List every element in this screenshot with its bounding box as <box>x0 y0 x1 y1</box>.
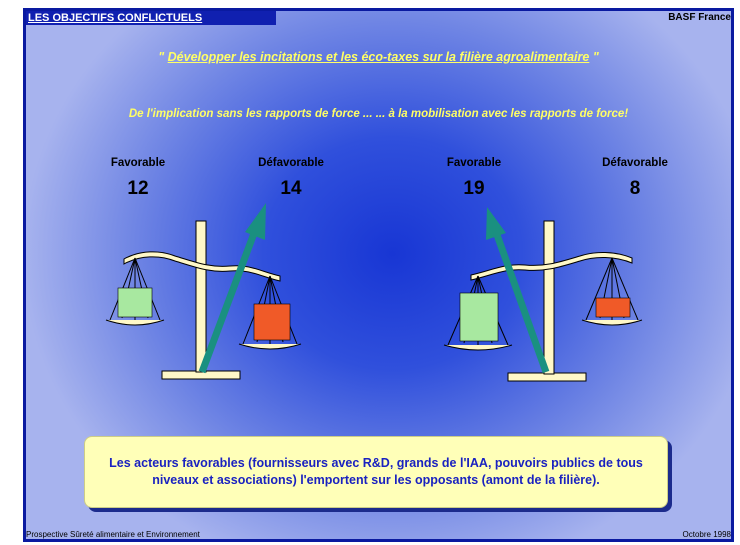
conclusion-box: Les acteurs favorables (fournisseurs ave… <box>84 436 668 508</box>
right-favorable-label: Favorable <box>446 157 502 169</box>
subtitle-close-quote: " <box>592 50 599 64</box>
slide-title: LES OBJECTIFS CONFLICTUELS <box>26 11 276 25</box>
left-defavorable-label: Défavorable <box>258 157 324 169</box>
right-balance-pillar <box>543 220 555 375</box>
slide-border-right <box>731 8 734 542</box>
right-balance-beam <box>470 252 633 281</box>
slide-border-top <box>23 8 734 11</box>
right-defavorable-count: 8 <box>629 178 641 199</box>
left-tilt-arrow <box>198 203 266 374</box>
right-tilt-arrow <box>486 207 550 374</box>
footer-left: Prospective Sûreté alimentaire et Enviro… <box>26 530 200 539</box>
left-favorable-count: 12 <box>127 178 149 199</box>
footer-date: Octobre 1998 <box>682 530 731 539</box>
slide-border-bottom <box>23 539 734 542</box>
implication-line: De l'implication sans les rapports de fo… <box>128 108 629 120</box>
left-balance-beam <box>123 251 281 282</box>
left-defavorable-count: 14 <box>280 178 302 199</box>
left-defavorable-weight <box>253 303 291 341</box>
slide-border-left <box>23 8 26 542</box>
organization-label: BASF France <box>668 12 731 23</box>
slide-subtitle: " Développer les incitations et les éco-… <box>26 50 731 64</box>
right-favorable-weight <box>459 292 499 342</box>
subtitle-text: Développer les incitations et les éco-ta… <box>167 50 590 64</box>
subtitle-open-quote: " <box>158 50 165 64</box>
left-favorable-label: Favorable <box>110 157 166 169</box>
left-favorable-weight <box>117 287 153 318</box>
right-favorable-count: 19 <box>463 178 485 199</box>
conclusion-text: Les acteurs favorables (fournisseurs ave… <box>109 456 643 487</box>
right-defavorable-weight <box>595 297 631 318</box>
left-balance-pillar <box>195 220 207 373</box>
right-defavorable-label: Défavorable <box>602 157 668 169</box>
right-balance-scale <box>443 207 643 382</box>
left-balance-scale <box>105 203 302 380</box>
